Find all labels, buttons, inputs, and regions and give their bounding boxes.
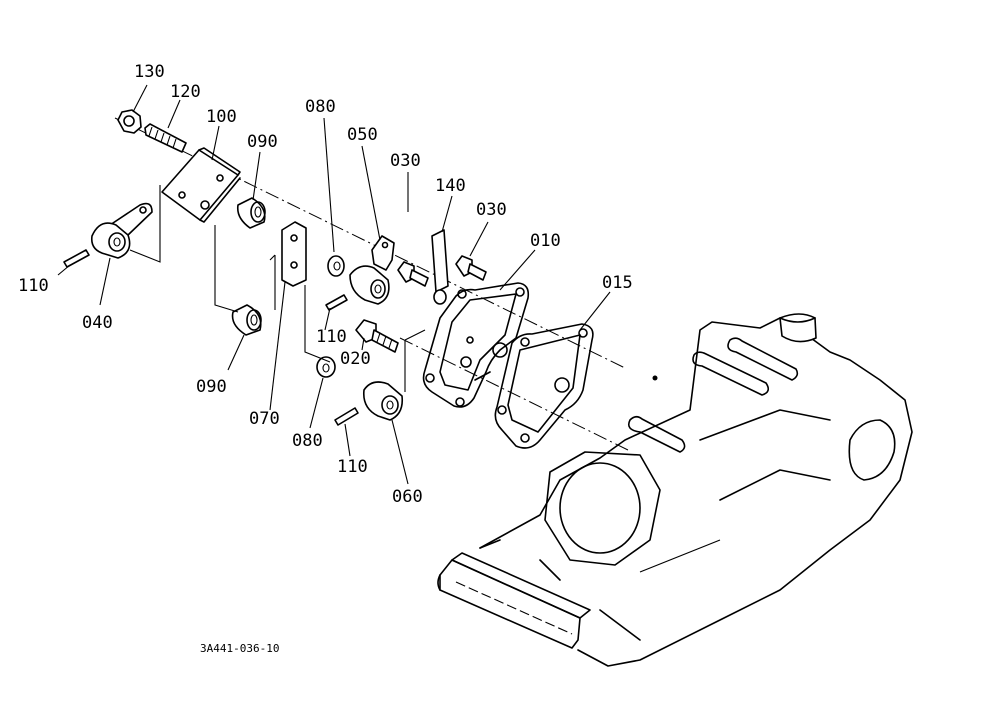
label-110-mid: 110 [316,327,347,347]
pump-housing [437,313,913,667]
label-130: 130 [134,62,165,82]
pin-110-lower [334,407,359,426]
washer-080-upper [327,255,345,277]
stud-120 [144,123,187,153]
pin-110-mid [325,294,348,311]
bushing-090-lower [231,304,262,336]
label-070: 070 [249,409,280,429]
label-030-right: 030 [476,200,507,220]
drawing-id: 3A441-036-10 [200,642,279,655]
label-060: 060 [392,487,423,507]
bracket-050 [371,235,395,271]
bushing-090-upper [236,197,266,229]
bolt-030-right [455,255,487,281]
bracket-100 [161,147,241,223]
label-050: 050 [347,125,378,145]
label-140: 140 [435,176,466,196]
label-030-upper: 030 [390,151,421,171]
link-plate-070 [269,221,307,310]
label-020: 020 [340,349,371,369]
plate-140 [431,229,449,305]
pivot-boss-upper [349,265,390,305]
assembly-axis [114,117,626,369]
label-040: 040 [82,313,113,333]
label-110-lower: 110 [337,457,368,477]
bolt-030-upper [397,261,429,287]
lever-040 [90,202,153,259]
label-010: 010 [530,231,561,251]
label-080-lower: 080 [292,431,323,451]
cover-plate-010 [422,282,530,408]
gasket-015 [494,323,594,449]
nut-130 [117,109,142,134]
label-080-upper: 080 [305,97,336,117]
label-090-lower: 090 [196,377,227,397]
bolt-020 [355,319,399,353]
pivot-boss-060 [362,381,404,421]
label-090-upper: 090 [247,132,278,152]
label-015: 015 [602,273,633,293]
leader-lines [57,84,611,485]
label-100: 100 [206,107,237,127]
label-120: 120 [170,82,201,102]
washer-080-lower [316,356,336,378]
label-110-left: 110 [18,276,49,296]
pin-110-left [63,249,90,268]
